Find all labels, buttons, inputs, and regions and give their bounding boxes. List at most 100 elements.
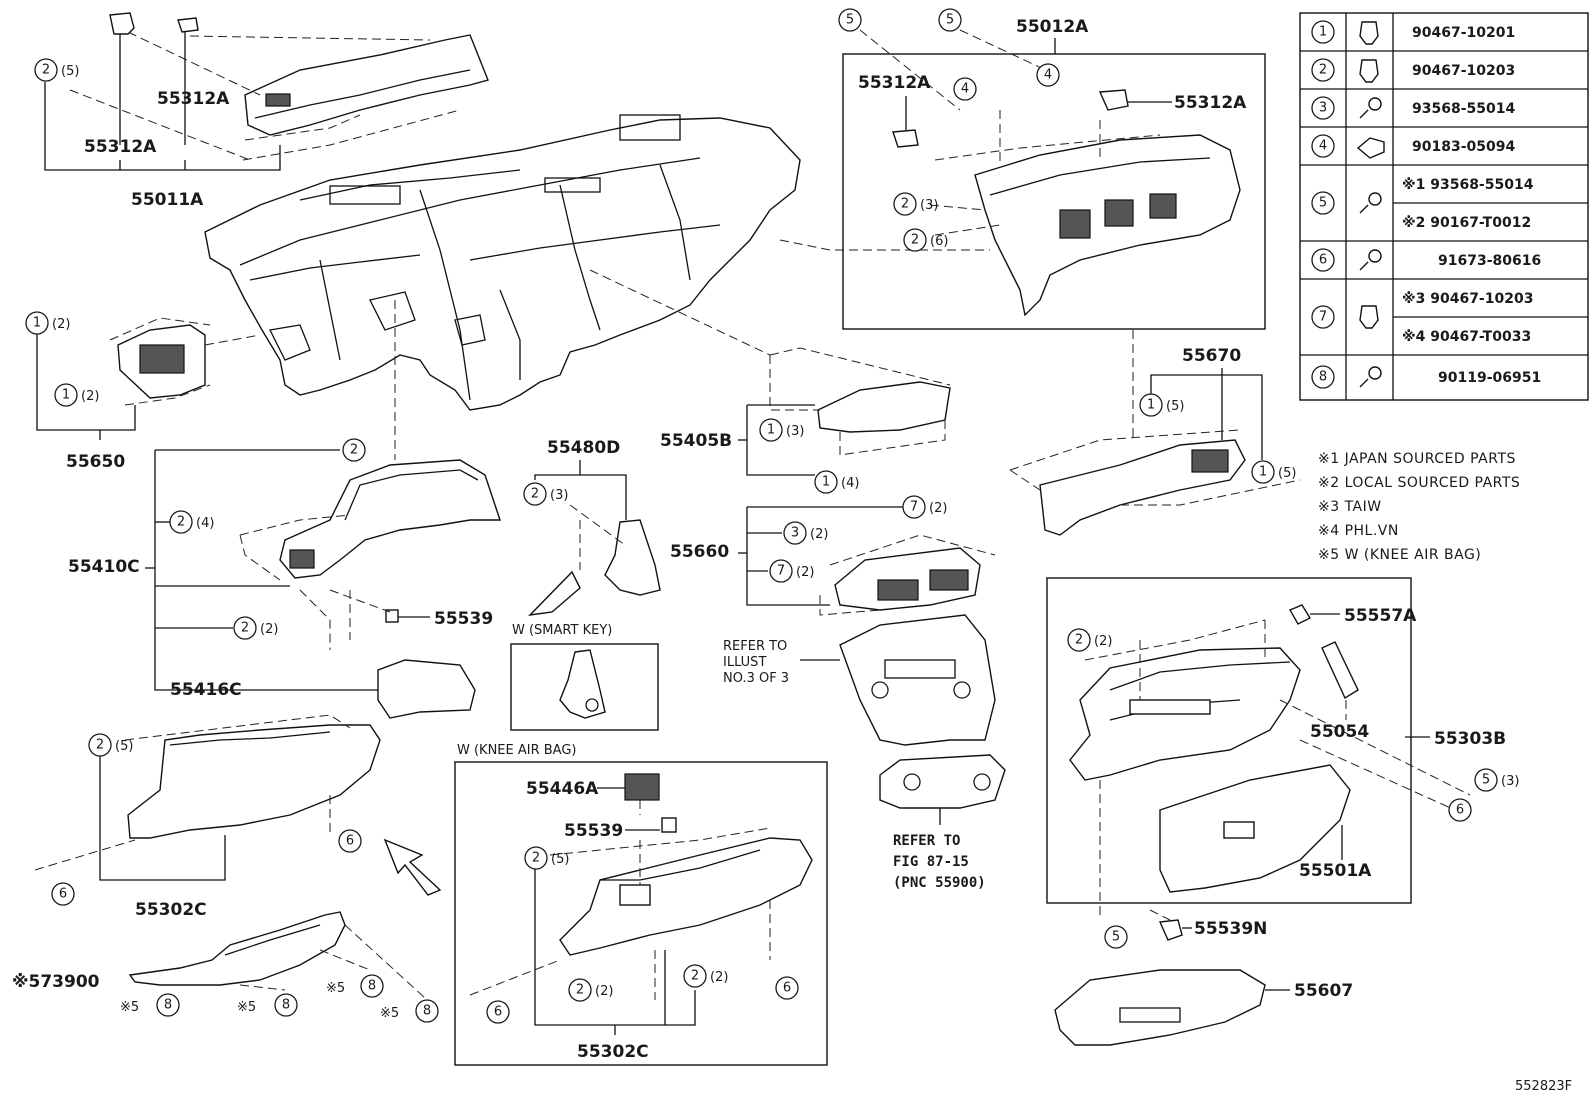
smart-key-label: W (SMART KEY) bbox=[512, 623, 612, 638]
part-number-55410C: 55410C bbox=[68, 557, 140, 577]
svg-text:(5): (5) bbox=[551, 852, 569, 867]
fastener-part-number: ※3 90467-10203 bbox=[1402, 291, 1533, 307]
part-number-55660: 55660 bbox=[670, 542, 729, 562]
part-number-55480D: 55480D bbox=[547, 438, 620, 458]
svg-text:(4): (4) bbox=[841, 476, 859, 491]
fastener-part-number: ※4 90467-T0033 bbox=[1402, 329, 1531, 345]
screw-icon bbox=[1359, 97, 1382, 119]
part-number-55405B: 55405B bbox=[660, 431, 732, 451]
svg-text:2: 2 bbox=[531, 487, 539, 502]
fastener-part-number: 93568-55014 bbox=[1412, 101, 1515, 117]
svg-text:REFER TO: REFER TO bbox=[893, 833, 960, 849]
svg-text:6: 6 bbox=[1319, 253, 1327, 268]
svg-text:8: 8 bbox=[1319, 370, 1327, 385]
svg-text:REFER TO: REFER TO bbox=[723, 639, 787, 654]
svg-text:6: 6 bbox=[1456, 803, 1464, 818]
note-line: ※5 W (KNEE AIR BAG) bbox=[1318, 547, 1481, 563]
svg-text:1: 1 bbox=[33, 316, 41, 331]
note-line: ※2 LOCAL SOURCED PARTS bbox=[1318, 475, 1520, 491]
svg-text:(3): (3) bbox=[550, 488, 568, 503]
knee-bracket-group: ※573900 ※5 8 ※5 8 ※5 8 ※5 8 bbox=[12, 911, 439, 1023]
part-number-55312A: 55312A bbox=[1174, 93, 1247, 113]
note-line: ※4 PHL.VN bbox=[1318, 523, 1399, 539]
screw-icon bbox=[1359, 192, 1382, 214]
part-number-55303B: 55303B bbox=[1434, 729, 1506, 749]
svg-text:NO.3 OF 3: NO.3 OF 3 bbox=[723, 671, 789, 686]
side-vent-group: 1 (2) 1 (2) 55650 bbox=[25, 311, 261, 472]
part-number-55312A: 55312A bbox=[84, 137, 157, 157]
svg-text:2: 2 bbox=[241, 621, 249, 636]
svg-text:8: 8 bbox=[164, 998, 172, 1013]
svg-text:※5: ※5 bbox=[326, 981, 345, 996]
part-number-573900: ※573900 bbox=[12, 972, 100, 992]
svg-text:1: 1 bbox=[822, 475, 830, 490]
svg-text:3: 3 bbox=[791, 526, 799, 541]
svg-text:3: 3 bbox=[1319, 101, 1327, 116]
svg-text:2: 2 bbox=[96, 738, 104, 753]
fastener-table: 1 2 3 4 5 6 7 8 90467-10201 90467-10203 … bbox=[1299, 12, 1589, 401]
note-line: ※1 JAPAN SOURCED PARTS bbox=[1318, 451, 1516, 467]
glove-trim-group: 55670 1 (5) 1 (5) bbox=[1009, 330, 1301, 536]
svg-text:4: 4 bbox=[1044, 68, 1052, 83]
svg-text:2: 2 bbox=[901, 197, 909, 212]
svg-text:(2): (2) bbox=[81, 389, 99, 404]
audio-panel-group: REFER TO ILLUST NO.3 OF 3 REFER TO FIG 8… bbox=[723, 614, 1006, 891]
svg-text:(2): (2) bbox=[260, 622, 278, 637]
svg-text:(5): (5) bbox=[61, 64, 79, 79]
part-number-55539: 55539 bbox=[434, 609, 493, 629]
svg-text:6: 6 bbox=[494, 1005, 502, 1020]
fastener-part-number: 91673-80616 bbox=[1438, 253, 1541, 269]
svg-text:(3): (3) bbox=[786, 424, 804, 439]
svg-text:(2): (2) bbox=[595, 984, 613, 999]
svg-text:(2): (2) bbox=[1094, 634, 1112, 649]
svg-text:2: 2 bbox=[350, 443, 358, 458]
svg-text:(4): (4) bbox=[196, 516, 214, 531]
svg-text:5: 5 bbox=[1112, 930, 1120, 945]
svg-text:ILLUST: ILLUST bbox=[723, 655, 766, 670]
fastener-part-number: 90467-10201 bbox=[1412, 25, 1515, 41]
svg-text:(2): (2) bbox=[710, 970, 728, 985]
svg-text:(3): (3) bbox=[1501, 774, 1519, 789]
clip-icon bbox=[1359, 21, 1379, 45]
fastener-part-number: ※2 90167-T0012 bbox=[1402, 215, 1531, 231]
svg-text:2: 2 bbox=[911, 233, 919, 248]
svg-text:2: 2 bbox=[1319, 63, 1327, 78]
smart-key-group: 55480D 2 (3) W (SMART KEY) bbox=[510, 438, 661, 731]
svg-text:(2): (2) bbox=[796, 565, 814, 580]
part-number-55670: 55670 bbox=[1182, 346, 1241, 366]
part-number-55054: 55054 bbox=[1310, 722, 1369, 742]
svg-text:(2): (2) bbox=[810, 527, 828, 542]
svg-text:※5: ※5 bbox=[237, 1000, 256, 1015]
svg-text:1: 1 bbox=[767, 423, 775, 438]
svg-text:(2): (2) bbox=[929, 501, 947, 516]
part-number-55539N: 55539N bbox=[1194, 919, 1267, 939]
center-register-group: 55660 7 (2) 3 (2) 7 (2) bbox=[670, 495, 996, 616]
knee-airbag-group: W (KNEE AIR BAG) 55446A 55539 2 (5) 2 (2… bbox=[454, 743, 828, 1066]
fastener-part-number: 90183-05094 bbox=[1412, 139, 1515, 155]
svg-text:5: 5 bbox=[846, 13, 854, 28]
clip-icon bbox=[1359, 59, 1379, 83]
svg-text:1: 1 bbox=[1147, 398, 1155, 413]
svg-text:※5: ※5 bbox=[380, 1006, 399, 1021]
svg-text:4: 4 bbox=[1319, 139, 1327, 154]
defroster-panel-group: 55312A 55312A 55011A 2 (5) bbox=[34, 12, 489, 210]
instrument-panel-illustration bbox=[204, 114, 801, 411]
svg-text:1: 1 bbox=[1319, 25, 1327, 40]
fastener-part-number: 90467-10203 bbox=[1412, 63, 1515, 79]
svg-text:5: 5 bbox=[1482, 773, 1490, 788]
svg-text:8: 8 bbox=[423, 1004, 431, 1019]
part-number-55501A: 55501A bbox=[1299, 861, 1372, 881]
svg-text:2: 2 bbox=[576, 983, 584, 998]
under-cover-group: 55607 bbox=[1054, 969, 1353, 1046]
svg-text:1: 1 bbox=[62, 388, 70, 403]
knee-airbag-label: W (KNEE AIR BAG) bbox=[457, 743, 577, 758]
svg-text:2: 2 bbox=[42, 63, 50, 78]
svg-text:(PNC 55900): (PNC 55900) bbox=[893, 875, 986, 891]
lower-panel-group: 2 (5) 6 6 55302C bbox=[34, 714, 442, 920]
svg-text:(3): (3) bbox=[920, 198, 938, 213]
svg-text:2: 2 bbox=[691, 969, 699, 984]
svg-text:(5): (5) bbox=[115, 739, 133, 754]
part-number-55312A: 55312A bbox=[858, 73, 931, 93]
part-number-55557A: 55557A bbox=[1344, 606, 1417, 626]
bolt-icon bbox=[1359, 366, 1382, 388]
